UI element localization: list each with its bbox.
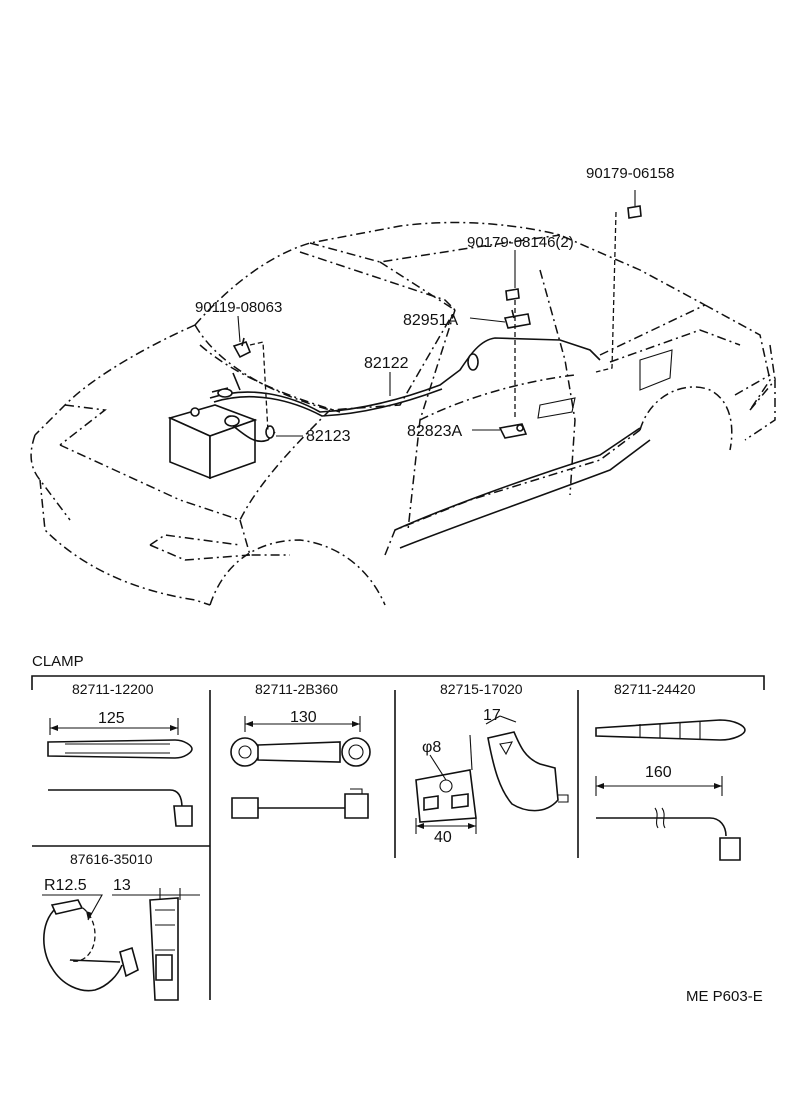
clamp-dimension-1: 125	[98, 710, 125, 727]
clamp-82715-17020-drawing	[415, 715, 569, 834]
clamp-dimension-width-3: 40	[434, 829, 452, 846]
clamp-dimension-hole: φ8	[422, 739, 441, 756]
clamp-82711-24420-drawing	[595, 719, 746, 861]
clamp-part-number-5: 87616-35010	[70, 851, 153, 867]
label-90179-08146: 90179-08146(2)	[467, 234, 574, 251]
wire-harness-82122	[209, 337, 601, 417]
label-82123: 82123	[306, 428, 351, 445]
label-90179-06158: 90179-06158	[586, 165, 674, 182]
clamp-dimension-depth: 17	[483, 707, 501, 724]
clamp-82711-12200-drawing	[47, 718, 193, 827]
nut-90179-08146	[505, 288, 520, 301]
clamp-82711-2b360-drawing	[230, 716, 371, 819]
clamp-frame	[31, 675, 765, 1000]
car-body-outline	[30, 221, 776, 606]
bolt-90119-08063	[232, 337, 252, 359]
clamp-part-number-1: 82711-12200	[72, 681, 154, 697]
label-82951A: 82951A	[403, 312, 458, 329]
nut-90179-06158	[627, 205, 642, 219]
clamp-dimension-width-5: 13	[113, 877, 131, 894]
leader-lines	[237, 190, 636, 437]
clamp-dimension-4: 160	[645, 764, 672, 781]
label-82122: 82122	[364, 355, 409, 372]
clamp-part-number-3: 82715-17020	[440, 681, 523, 697]
clamp-section-title: CLAMP	[32, 653, 84, 670]
figure-code: ME P603-E	[686, 988, 763, 1005]
label-82823A: 82823A	[407, 423, 462, 440]
clamp-dimension-2: 130	[290, 709, 317, 726]
clamp-87616-35010-drawing	[42, 888, 200, 1001]
battery	[167, 404, 258, 480]
clamp-part-number-4: 82711-24420	[614, 681, 696, 697]
label-90119-08063: 90119-08063	[195, 299, 282, 316]
clamp-82951A	[503, 309, 531, 329]
clamp-dimension-radius: R12.5	[44, 877, 87, 894]
clamp-82823A	[498, 423, 528, 439]
clamp-part-number-2: 82711-2B360	[255, 681, 338, 697]
